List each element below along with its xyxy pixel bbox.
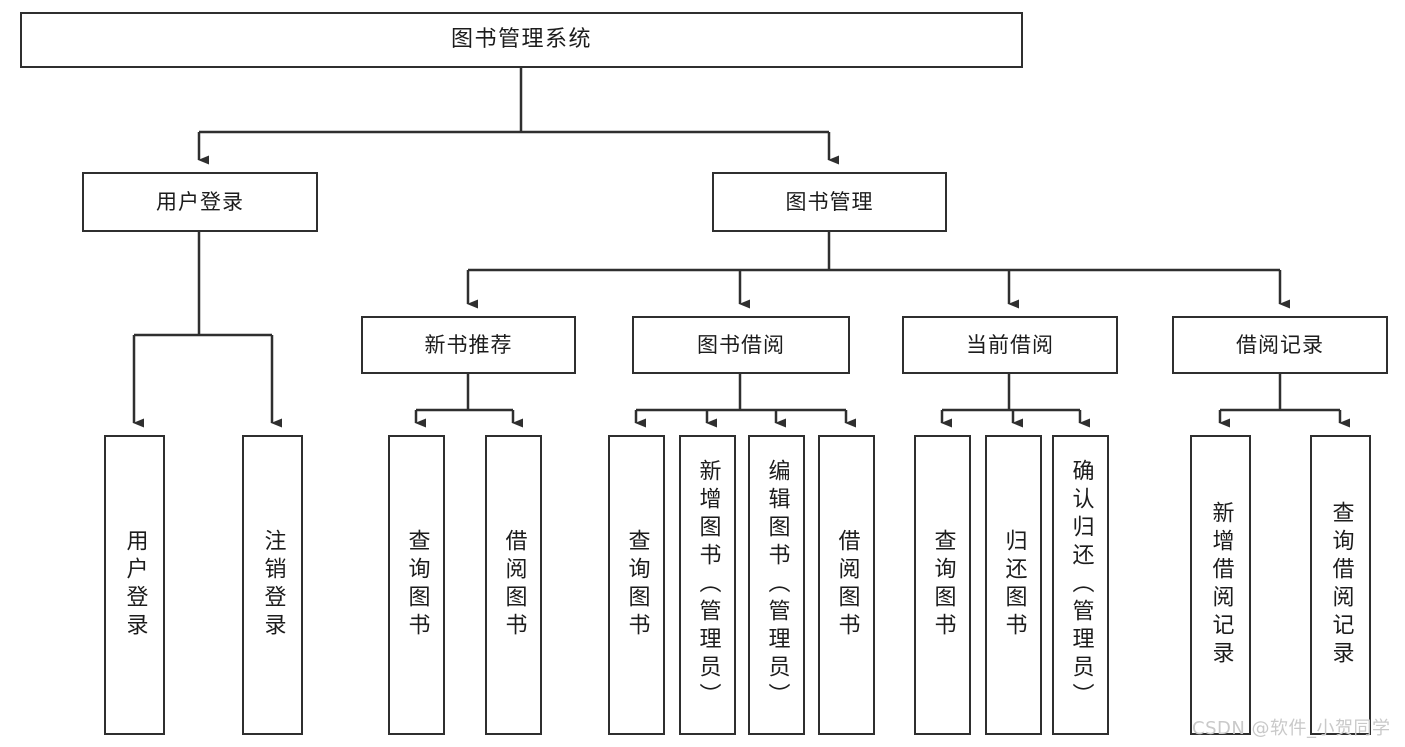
node-root[interactable]: 图书管理系统 [20, 12, 1023, 68]
leaf-label: 查询图书 [930, 529, 956, 641]
leaf-label: 查询图书 [404, 529, 430, 641]
node-label-new-book-recommend: 新书推荐 [424, 332, 513, 357]
leaf-user-login[interactable]: 用户登录 [104, 435, 165, 735]
node-label-book-management: 图书管理 [785, 189, 874, 214]
leaf-borrow-book-recommend[interactable]: 借阅图书 [485, 435, 542, 735]
leaf-query-book-borrow[interactable]: 查询图书 [608, 435, 665, 735]
leaf-borrow-book[interactable]: 借阅图书 [818, 435, 875, 735]
watermark-text: CSDN @软件_小贺同学 [1192, 718, 1391, 739]
leaf-label: 注销登录 [260, 529, 286, 641]
leaf-label: 借阅图书 [501, 529, 527, 641]
leaf-label: 用户登录 [122, 529, 148, 641]
node-label-root: 图书管理系统 [450, 26, 592, 52]
node-label-current-borrow: 当前借阅 [966, 332, 1054, 357]
node-label-book-borrow: 图书借阅 [697, 332, 785, 357]
leaf-label: 查询借阅记录 [1328, 501, 1354, 669]
node-book-management[interactable]: 图书管理 [712, 172, 947, 232]
node-new-book-recommend[interactable]: 新书推荐 [361, 316, 576, 374]
node-book-borrow[interactable]: 图书借阅 [632, 316, 850, 374]
leaf-add-book-admin[interactable]: 新增图书（管理员） [679, 435, 736, 735]
leaf-edit-book-admin[interactable]: 编辑图书（管理员） [748, 435, 805, 735]
node-borrow-record[interactable]: 借阅记录 [1172, 316, 1388, 374]
leaf-label: 新增借阅记录 [1208, 501, 1234, 669]
node-label-borrow-record: 借阅记录 [1236, 332, 1324, 357]
node-label-user-login: 用户登录 [156, 189, 244, 214]
leaf-confirm-return-admin[interactable]: 确认归还（管理员） [1052, 435, 1109, 735]
leaf-add-borrow-record[interactable]: 新增借阅记录 [1190, 435, 1251, 735]
leaf-logout[interactable]: 注销登录 [242, 435, 303, 735]
leaf-label: 编辑图书（管理员） [764, 459, 790, 711]
leaf-query-borrow-record[interactable]: 查询借阅记录 [1310, 435, 1371, 735]
leaf-label: 新增图书（管理员） [695, 459, 721, 711]
leaf-query-book-current[interactable]: 查询图书 [914, 435, 971, 735]
node-user-login[interactable]: 用户登录 [82, 172, 318, 232]
leaf-query-book-recommend[interactable]: 查询图书 [388, 435, 445, 735]
leaf-return-book[interactable]: 归还图书 [985, 435, 1042, 735]
node-current-borrow[interactable]: 当前借阅 [902, 316, 1118, 374]
leaf-label: 查询图书 [624, 529, 650, 641]
leaf-label: 归还图书 [1001, 529, 1027, 641]
leaf-label: 借阅图书 [834, 529, 860, 641]
leaf-label: 确认归还（管理员） [1068, 459, 1094, 711]
